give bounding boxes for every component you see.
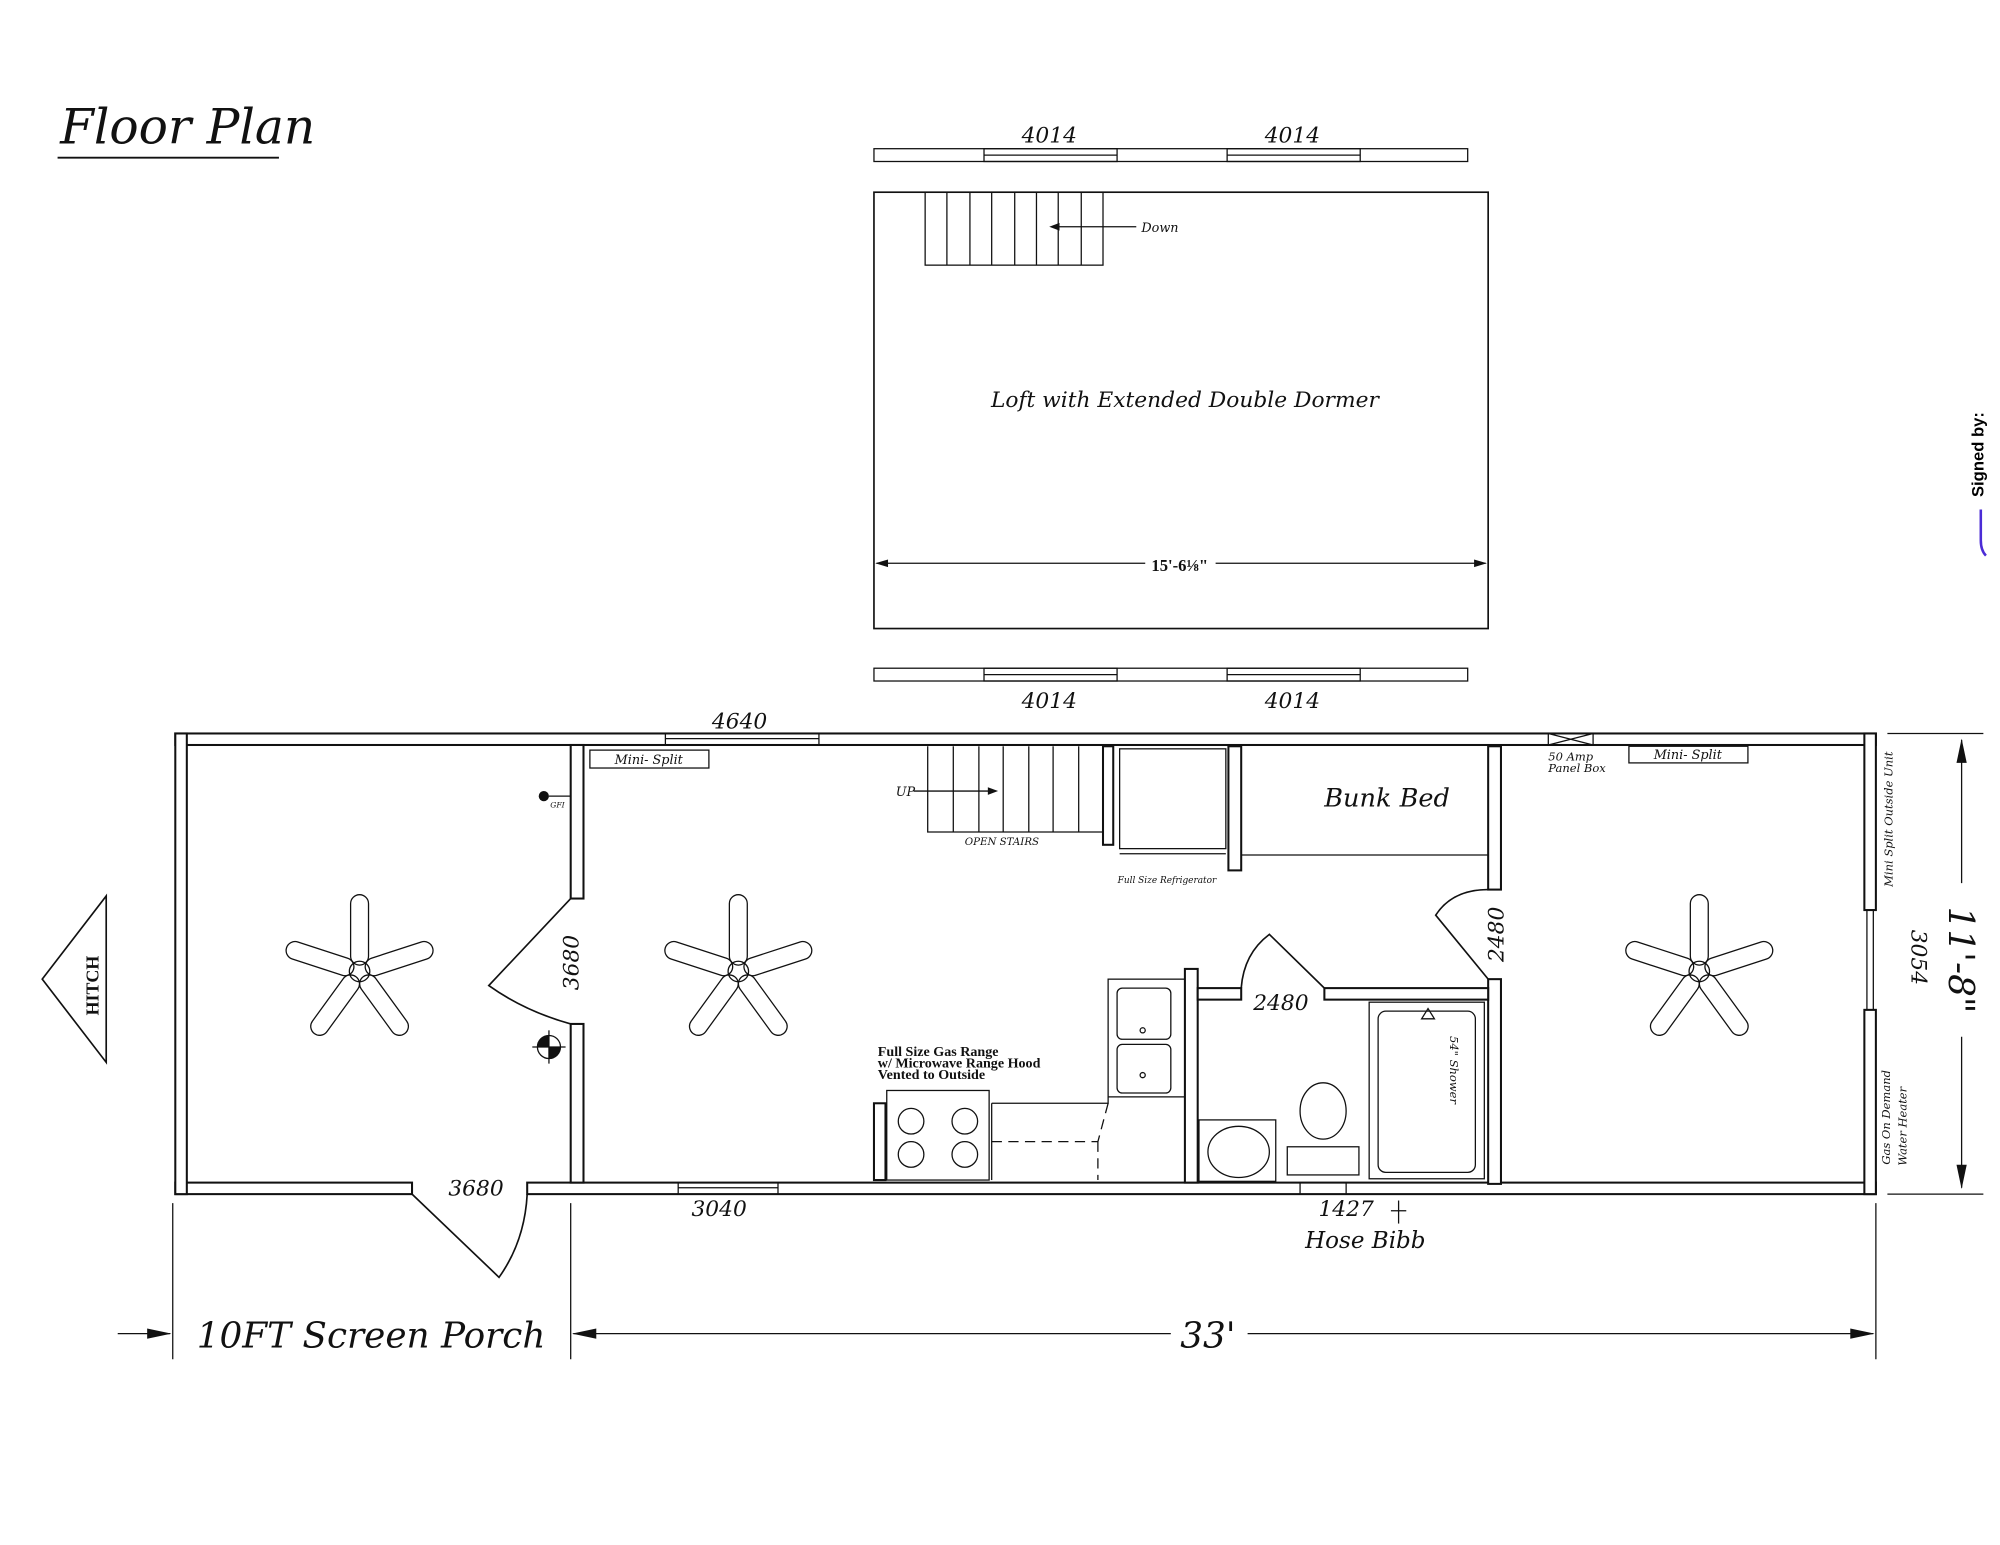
main-floor-walls bbox=[174, 732, 1877, 1196]
page-title: Floor Plan bbox=[59, 100, 315, 156]
loft-outline bbox=[873, 191, 1489, 630]
loft-stairs bbox=[924, 191, 1137, 266]
gfi-label: GFI bbox=[550, 801, 565, 810]
bath-sink bbox=[1198, 1119, 1277, 1182]
refrigerator bbox=[1119, 748, 1227, 850]
porch-label: 10FT Screen Porch bbox=[197, 1316, 546, 1357]
end-window-label: 3054 bbox=[1906, 930, 1931, 985]
hitch-arrow-icon bbox=[41, 893, 108, 1065]
open-stairs bbox=[913, 746, 1104, 833]
window-bottom-right bbox=[1299, 1181, 1347, 1195]
window-bottom-right-label: 1427 bbox=[1318, 1197, 1374, 1222]
outlet-icon bbox=[532, 1030, 566, 1064]
refrigerator-label: Full Size Refrigerator bbox=[1117, 876, 1217, 886]
range-label: Full Size Gas Range bbox=[878, 1044, 999, 1060]
loft-window-label: 4014 bbox=[1264, 123, 1320, 148]
loft-stairs-label: Down bbox=[1140, 221, 1178, 236]
porch-door-label: 3680 bbox=[448, 1176, 504, 1201]
width-dimension-label: 11'-8" bbox=[1940, 907, 1981, 1014]
ceiling-fans bbox=[285, 894, 1774, 1036]
open-stairs-label: OPEN STAIRS bbox=[965, 837, 1039, 848]
stairs-up-label: UP bbox=[896, 785, 916, 800]
bedroom-door-label: 2480 bbox=[1485, 907, 1510, 964]
water-heater-label: Water Heater bbox=[1896, 1085, 1910, 1165]
shower-label: 54" Shower bbox=[1447, 1036, 1461, 1105]
mini-split-left-label: Mini- Split bbox=[614, 753, 684, 768]
shower bbox=[1368, 1001, 1485, 1180]
doors bbox=[411, 888, 1489, 1279]
loft-width-dimension: 15'-6⅛" bbox=[1151, 556, 1208, 575]
window-bottom-label: 3040 bbox=[691, 1197, 747, 1222]
loft-window-label: 4014 bbox=[1021, 689, 1077, 714]
toilet bbox=[1286, 1082, 1360, 1176]
ceiling-fan-icon bbox=[285, 894, 434, 1036]
gas-range bbox=[872, 1089, 990, 1182]
panel-box-label: Panel Box bbox=[1547, 761, 1606, 775]
mini-split-right bbox=[1628, 745, 1749, 764]
countertop bbox=[991, 1096, 1109, 1181]
panel-box-label: 50 Amp bbox=[1548, 749, 1593, 763]
bunk-bed-label: Bunk Bed bbox=[1323, 783, 1450, 813]
range-label: w/ Microwave Range Hood bbox=[878, 1055, 1041, 1071]
hose-bibb-icon bbox=[1390, 1200, 1407, 1224]
loft-top-wall bbox=[873, 148, 1469, 163]
water-heater-label: Gas On Demand bbox=[1879, 1070, 1893, 1165]
gfi-outlet-icon bbox=[538, 791, 571, 802]
loft-bottom-wall bbox=[873, 667, 1469, 682]
panel-box-icon bbox=[1547, 732, 1594, 746]
interior-door-label: 3680 bbox=[559, 935, 584, 991]
signed-by-label: Signed by: bbox=[1968, 412, 1987, 497]
hitch-label: HITCH bbox=[83, 956, 103, 1016]
kitchen-sink bbox=[1107, 978, 1186, 1098]
mini-split-right-label: Mini- Split bbox=[1653, 748, 1723, 763]
mini-split-outside-label: Mini Split Outside Unit bbox=[1882, 751, 1896, 888]
loft-window-label: 4014 bbox=[1264, 689, 1320, 714]
width-dimension-line bbox=[1887, 732, 1984, 1195]
loft-window-label: 4014 bbox=[1021, 123, 1077, 148]
range-label: Vented to Outside bbox=[878, 1067, 985, 1083]
loft-label: Loft with Extended Double Dormer bbox=[990, 388, 1381, 413]
loft-plan: 4014 4014 Down Loft with Extended Double… bbox=[873, 123, 1489, 714]
bath-door-label: 2480 bbox=[1252, 991, 1309, 1016]
hose-bibb-label: Hose Bibb bbox=[1304, 1228, 1425, 1254]
end-window bbox=[1866, 909, 1874, 1011]
length-dimension-line bbox=[117, 1203, 1877, 1360]
signature-line bbox=[1979, 509, 1987, 557]
ceiling-fan-icon bbox=[1625, 894, 1774, 1036]
mini-split-left bbox=[589, 749, 710, 769]
length-dimension-label: 33' bbox=[1180, 1316, 1235, 1357]
ceiling-fan-icon bbox=[664, 894, 813, 1036]
window-top-label: 4640 bbox=[711, 709, 768, 734]
